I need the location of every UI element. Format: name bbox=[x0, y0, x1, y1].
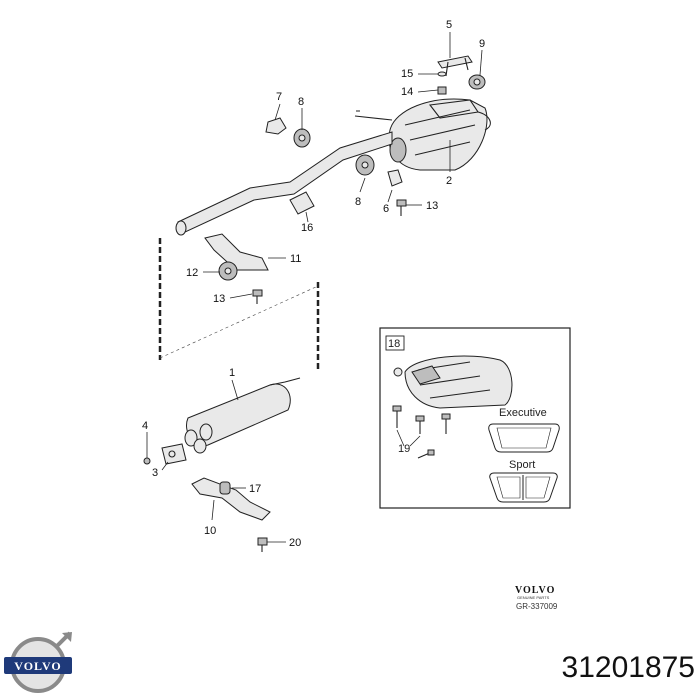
rubber-hanger-9 bbox=[468, 74, 486, 90]
top-hanger-bracket bbox=[437, 55, 473, 77]
bracket-6 bbox=[387, 169, 403, 187]
clip-7 bbox=[265, 117, 287, 135]
executive-tailpipe bbox=[488, 423, 560, 453]
rubber-hanger-8a bbox=[293, 128, 311, 148]
rubber-17 bbox=[219, 481, 231, 495]
label-18: 18 bbox=[388, 338, 400, 350]
label-1: 1 bbox=[229, 367, 235, 379]
brand-mark-name: VOLVO bbox=[515, 585, 555, 596]
label-13a: 13 bbox=[426, 200, 438, 212]
bracket-11 bbox=[204, 233, 269, 271]
label-17: 17 bbox=[249, 483, 261, 495]
drawing-reference: GR-337009 bbox=[516, 602, 558, 611]
bolt-13b bbox=[252, 289, 263, 304]
intermediate-pipe bbox=[175, 131, 393, 236]
label-4: 4 bbox=[142, 420, 148, 432]
executive-label: Executive bbox=[499, 407, 547, 419]
logo-text: VOLVO bbox=[14, 659, 61, 673]
rear-silencer bbox=[388, 98, 491, 171]
label-11: 11 bbox=[290, 253, 301, 265]
label-12: 12 bbox=[186, 267, 198, 279]
label-3: 3 bbox=[152, 467, 158, 479]
rubber-hanger-8b bbox=[355, 154, 375, 176]
bolt-13a bbox=[396, 199, 407, 216]
bolt-20 bbox=[257, 537, 268, 552]
label-14: 14 bbox=[401, 86, 413, 98]
label-9: 9 bbox=[479, 38, 485, 50]
label-5: 5 bbox=[446, 19, 452, 31]
label-19: 19 bbox=[398, 443, 410, 455]
washer-15 bbox=[437, 71, 447, 77]
label-7: 7 bbox=[276, 91, 282, 103]
rubber-hanger-12 bbox=[218, 261, 238, 281]
label-10: 10 bbox=[204, 525, 216, 537]
hanger-rod bbox=[354, 110, 393, 121]
label-8b: 8 bbox=[355, 196, 361, 208]
clamp-16 bbox=[289, 191, 315, 215]
brand-mark: VOLVO GENUINE PARTS GR-337009 bbox=[515, 585, 558, 611]
gasket-3 bbox=[161, 443, 187, 465]
label-16: 16 bbox=[301, 222, 313, 234]
label-6: 6 bbox=[383, 203, 389, 215]
tailpipe-inset: 18 19 Executive Sport bbox=[379, 327, 571, 509]
nut-14 bbox=[437, 86, 447, 95]
sport-label: Sport bbox=[509, 459, 535, 471]
label-20: 20 bbox=[289, 537, 301, 549]
part-labels: 5 9 15 14 7 8 2 8 6 13 16 11 12 13 1 4 3… bbox=[142, 19, 485, 549]
nut-4 bbox=[143, 457, 151, 465]
label-15: 15 bbox=[401, 68, 413, 80]
volvo-logo: VOLVO bbox=[4, 631, 72, 693]
brand-mark-sub: GENUINE PARTS bbox=[517, 595, 550, 600]
front-silencer bbox=[184, 377, 301, 454]
pipe-break-lines bbox=[158, 238, 320, 370]
inset-label-box bbox=[385, 335, 405, 351]
logo-banner bbox=[4, 657, 72, 674]
label-2: 2 bbox=[446, 175, 452, 187]
label-8a: 8 bbox=[298, 96, 304, 108]
part-number: 31201875 bbox=[561, 651, 695, 684]
label-13b: 13 bbox=[213, 293, 225, 305]
leader-lines bbox=[146, 32, 483, 543]
